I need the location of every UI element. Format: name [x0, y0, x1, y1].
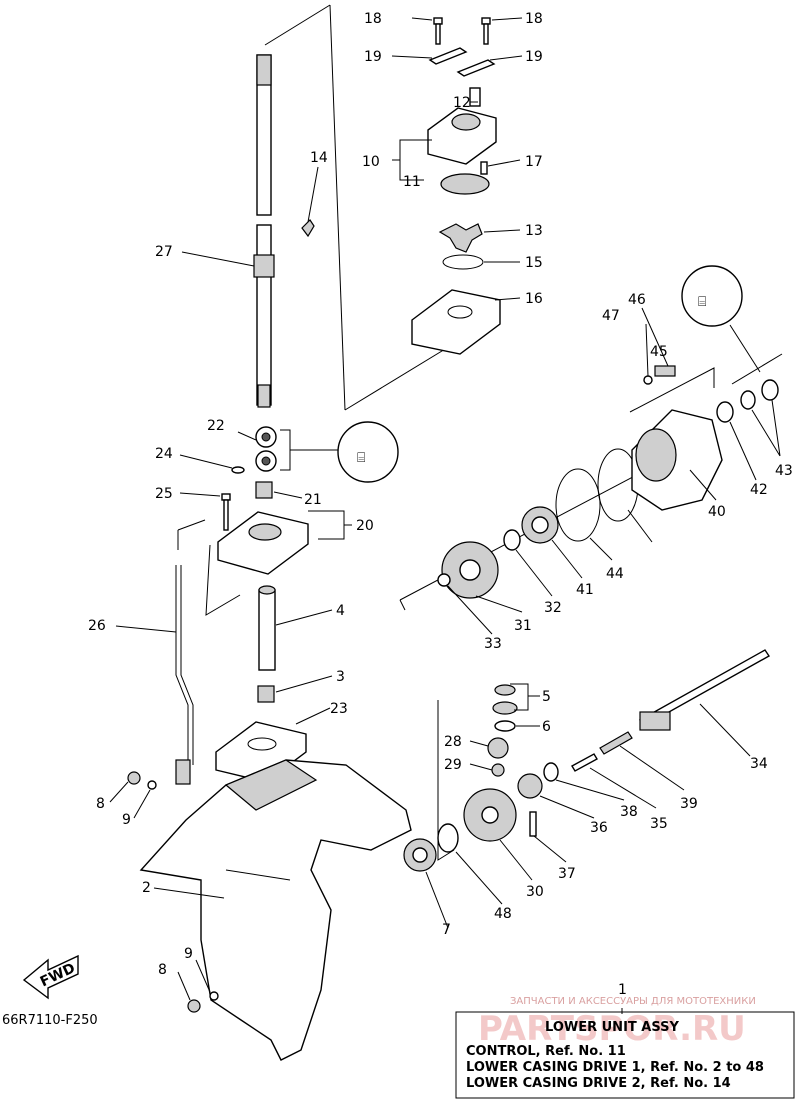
callout-14: 14 [310, 150, 328, 166]
callout-6: 6 [542, 719, 551, 735]
svg-text:⌸: ⌸ [357, 450, 365, 466]
callout-13: 13 [525, 223, 543, 239]
water-pump-group [411, 17, 501, 355]
watermark-line2: PARTSPOR.RU [478, 1009, 746, 1049]
callout-5: 5 [542, 689, 551, 705]
callout-27: 27 [155, 244, 173, 260]
callout-35: 35 [650, 816, 668, 832]
callout-40: 40 [708, 504, 726, 520]
callout-34: 34 [750, 756, 768, 772]
callout-45: 45 [650, 344, 668, 360]
callout-38: 38 [620, 804, 638, 820]
drive-shaft-group [253, 4, 461, 411]
callout-39: 39 [680, 796, 698, 812]
callout-31: 31 [514, 618, 532, 634]
callout-11: 11 [403, 174, 421, 190]
svg-text:⌸: ⌸ [698, 294, 706, 310]
callout-29: 29 [444, 757, 462, 773]
watermark: ЗАПЧАСТИ И АКСЕССУАРЫ ДЛЯ МОТОТЕХНИКИ PA… [478, 996, 756, 1049]
callout-2: 2 [142, 880, 151, 896]
callout-26: 26 [88, 618, 106, 634]
sleeve-4 [258, 589, 276, 671]
callout-9b: 9 [184, 946, 193, 962]
callout-19b: 19 [525, 49, 543, 65]
info-box-line-2: LOWER CASING DRIVE 1, Ref. No. 2 to 48 [466, 1060, 764, 1075]
callout-18a: 18 [364, 11, 382, 27]
woodruff-key-14 [301, 219, 315, 238]
callout-32: 32 [544, 600, 562, 616]
spring-39 [599, 731, 633, 755]
callout-46: 46 [628, 292, 646, 308]
callout-15: 15 [525, 255, 543, 271]
callout-9a: 9 [122, 812, 131, 828]
callout-16: 16 [525, 291, 543, 307]
watermark-line1: ЗАПЧАСТИ И АКСЕССУАРЫ ДЛЯ МОТОТЕХНИКИ [510, 996, 756, 1007]
callout-43: 43 [775, 463, 793, 479]
callout-4: 4 [336, 603, 345, 619]
bearing-housing-20 [217, 511, 309, 575]
callout-21: 21 [304, 492, 322, 508]
callout-23: 23 [330, 701, 348, 717]
shift-rod-26 [175, 565, 189, 765]
figure-code: 66R7110-F250 [2, 1013, 98, 1028]
callout-24: 24 [155, 446, 173, 462]
leader-lines [109, 17, 781, 1014]
callout-20: 20 [356, 518, 374, 534]
callout-36: 36 [590, 820, 608, 836]
pump-insert-11 [440, 173, 490, 195]
callout-25: 25 [155, 486, 173, 502]
callout-33: 33 [484, 636, 502, 652]
detail-circle-22 [337, 421, 399, 483]
fwd-arrow: FWD [22, 954, 79, 1000]
bearing-housing-group: ⌸ [177, 421, 399, 616]
gear-shaft-group: ⌸ [399, 265, 783, 872]
info-box: 1 LOWER UNIT ASSY CONTROL, Ref. No. 11 L… [455, 982, 795, 1099]
detail-circle-43 [681, 265, 743, 327]
callout-41: 41 [576, 582, 594, 598]
callout-44: 44 [606, 566, 624, 582]
callout-7: 7 [442, 922, 451, 938]
callout-17: 17 [525, 154, 543, 170]
info-box-ref: 1 [618, 982, 627, 998]
callout-labels: 18 18 19 19 12 10 11 17 14 13 27 15 16 4… [88, 11, 793, 978]
callout-22: 22 [207, 418, 225, 434]
info-box-line-1: CONTROL, Ref. No. 11 [466, 1044, 626, 1059]
info-box-title: LOWER UNIT ASSY [545, 1020, 679, 1035]
impeller-13 [438, 223, 483, 253]
callout-48: 48 [494, 906, 512, 922]
callout-37: 37 [558, 866, 576, 882]
callout-12: 12 [453, 95, 471, 111]
outer-plate-16 [411, 289, 501, 355]
casing-group [127, 565, 412, 1061]
callout-28: 28 [444, 734, 462, 750]
callout-42: 42 [750, 482, 768, 498]
callout-19a: 19 [364, 49, 382, 65]
lower-casing-2 [139, 759, 412, 1061]
info-box-line-3: LOWER CASING DRIVE 2, Ref. No. 14 [466, 1076, 731, 1091]
callout-30: 30 [526, 884, 544, 900]
collar-3 [257, 685, 275, 703]
callout-8a: 8 [96, 796, 105, 812]
callout-10: 10 [362, 154, 380, 170]
callout-8b: 8 [158, 962, 167, 978]
drive-shaft-lower [256, 224, 272, 406]
callout-47: 47 [602, 308, 620, 324]
callout-3: 3 [336, 669, 345, 685]
dog-clutch-36 [517, 773, 543, 799]
callout-18b: 18 [525, 11, 543, 27]
o-ring-15 [442, 254, 484, 270]
o-ring-44 [555, 468, 601, 542]
pinion-28 [487, 737, 509, 759]
